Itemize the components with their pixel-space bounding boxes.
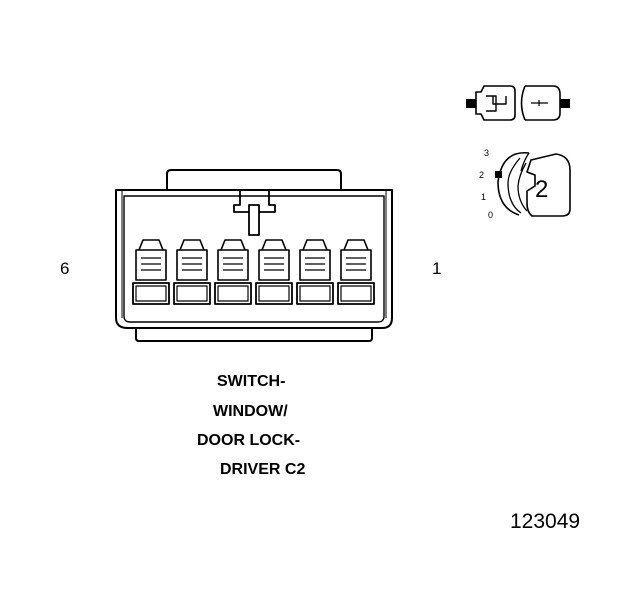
mating-connector-icon	[466, 85, 570, 121]
cavity	[337, 239, 375, 305]
cavity	[255, 239, 293, 305]
connector-title-line-4: DRIVER C2	[220, 461, 306, 478]
figure-id: 123049	[510, 510, 581, 533]
pin-number-right: 1	[432, 259, 442, 278]
connector-title-line-1: SWITCH-	[217, 373, 286, 390]
connector-top-latch	[166, 169, 342, 190]
cavity	[214, 239, 252, 305]
connector-keyway	[233, 190, 276, 236]
locator-connector-number: 2	[535, 176, 549, 203]
connector-title-line-2: WINDOW/	[213, 403, 288, 420]
locator-position-0: 0	[488, 210, 494, 220]
pin-number-left: 6	[60, 259, 70, 278]
cavity	[132, 239, 170, 305]
cavity-row	[132, 239, 375, 305]
cavity	[173, 239, 211, 305]
connector-position-locator-icon	[495, 151, 571, 217]
locator-position-1: 1	[481, 192, 487, 202]
locator-position-3: 3	[484, 148, 490, 158]
connector-title-line-3: DOOR LOCK-	[197, 432, 301, 449]
connector-housing	[115, 189, 393, 342]
cavity	[296, 239, 334, 305]
locator-position-2: 2	[479, 170, 485, 180]
